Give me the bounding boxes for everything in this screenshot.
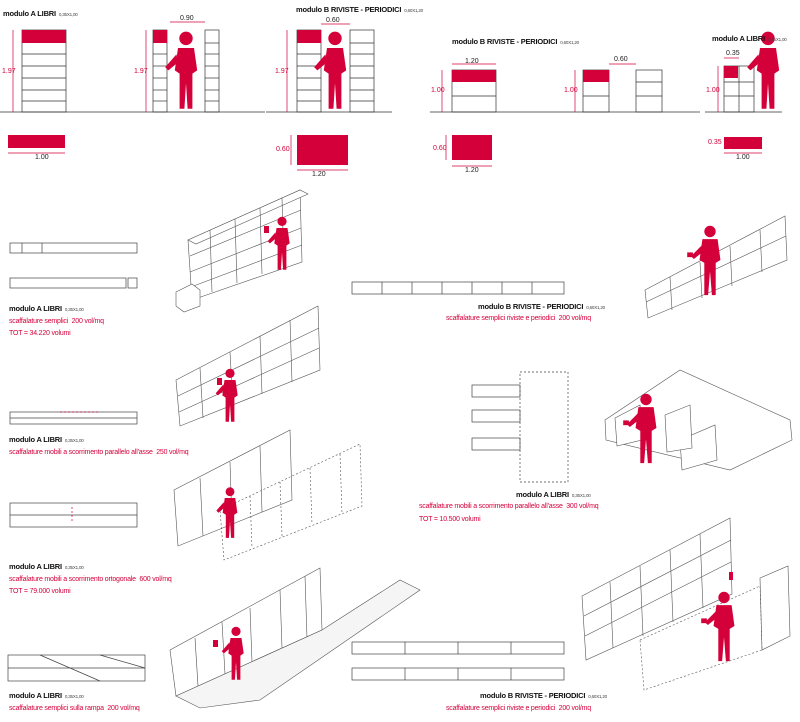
section-4-total: TOT = 10.500 volumi xyxy=(419,516,481,523)
section-4-line: scaffalature mobili a scorrimento parall… xyxy=(419,503,599,510)
top-width-2: 0.60 xyxy=(326,17,340,24)
section-1-line: scaffalature semplici 200 vol/mq xyxy=(9,318,104,325)
section-6-line: scaffalature semplici sulla rampa 200 vo… xyxy=(9,705,140,712)
plan-depth-2: 0.60 xyxy=(276,146,290,153)
height-label-1: 1.97 xyxy=(2,68,16,75)
plan-depth-1: 0.35 xyxy=(8,138,22,145)
section-5-total: TOT = 79.000 volumi xyxy=(9,588,71,595)
strip-group xyxy=(7,242,569,682)
height-label-4: 1.00 xyxy=(706,87,720,94)
elevation-group xyxy=(0,21,782,113)
plan-width-2: 1.20 xyxy=(312,171,326,178)
people-group xyxy=(213,216,735,680)
plan-width-4: 1.00 xyxy=(736,154,750,161)
section-2-line: scaffalature semplici riviste e periodic… xyxy=(446,315,591,322)
plan-group xyxy=(8,135,762,171)
top-width-1: 0.90 xyxy=(180,15,194,22)
height-label-3: 1.00 xyxy=(431,87,445,94)
axo-group xyxy=(169,189,793,709)
section-7-line: scaffalature semplici riviste e periodic… xyxy=(446,705,591,712)
plan-depth-3: 0.60 xyxy=(433,145,447,152)
plan-width-1: 1.00 xyxy=(35,154,49,161)
plan-width-3: 1.20 xyxy=(465,167,479,174)
section-3-line: scaffalature mobili a scorrimento parall… xyxy=(9,449,189,456)
section-5-line: scaffalature mobili a scorrimento ortogo… xyxy=(9,576,172,583)
height-label-3b: 1.00 xyxy=(564,87,578,94)
top-width-3: 1.20 xyxy=(465,58,479,65)
section-1-total: TOT = 34.220 volumi xyxy=(9,330,71,337)
top-width-3b: 0.60 xyxy=(614,56,628,63)
height-label-1b: 1.97 xyxy=(134,68,148,75)
top-width-4: 0.35 xyxy=(726,50,740,57)
plan-depth-4: 0.35 xyxy=(708,139,722,146)
height-label-2: 1.97 xyxy=(275,68,289,75)
